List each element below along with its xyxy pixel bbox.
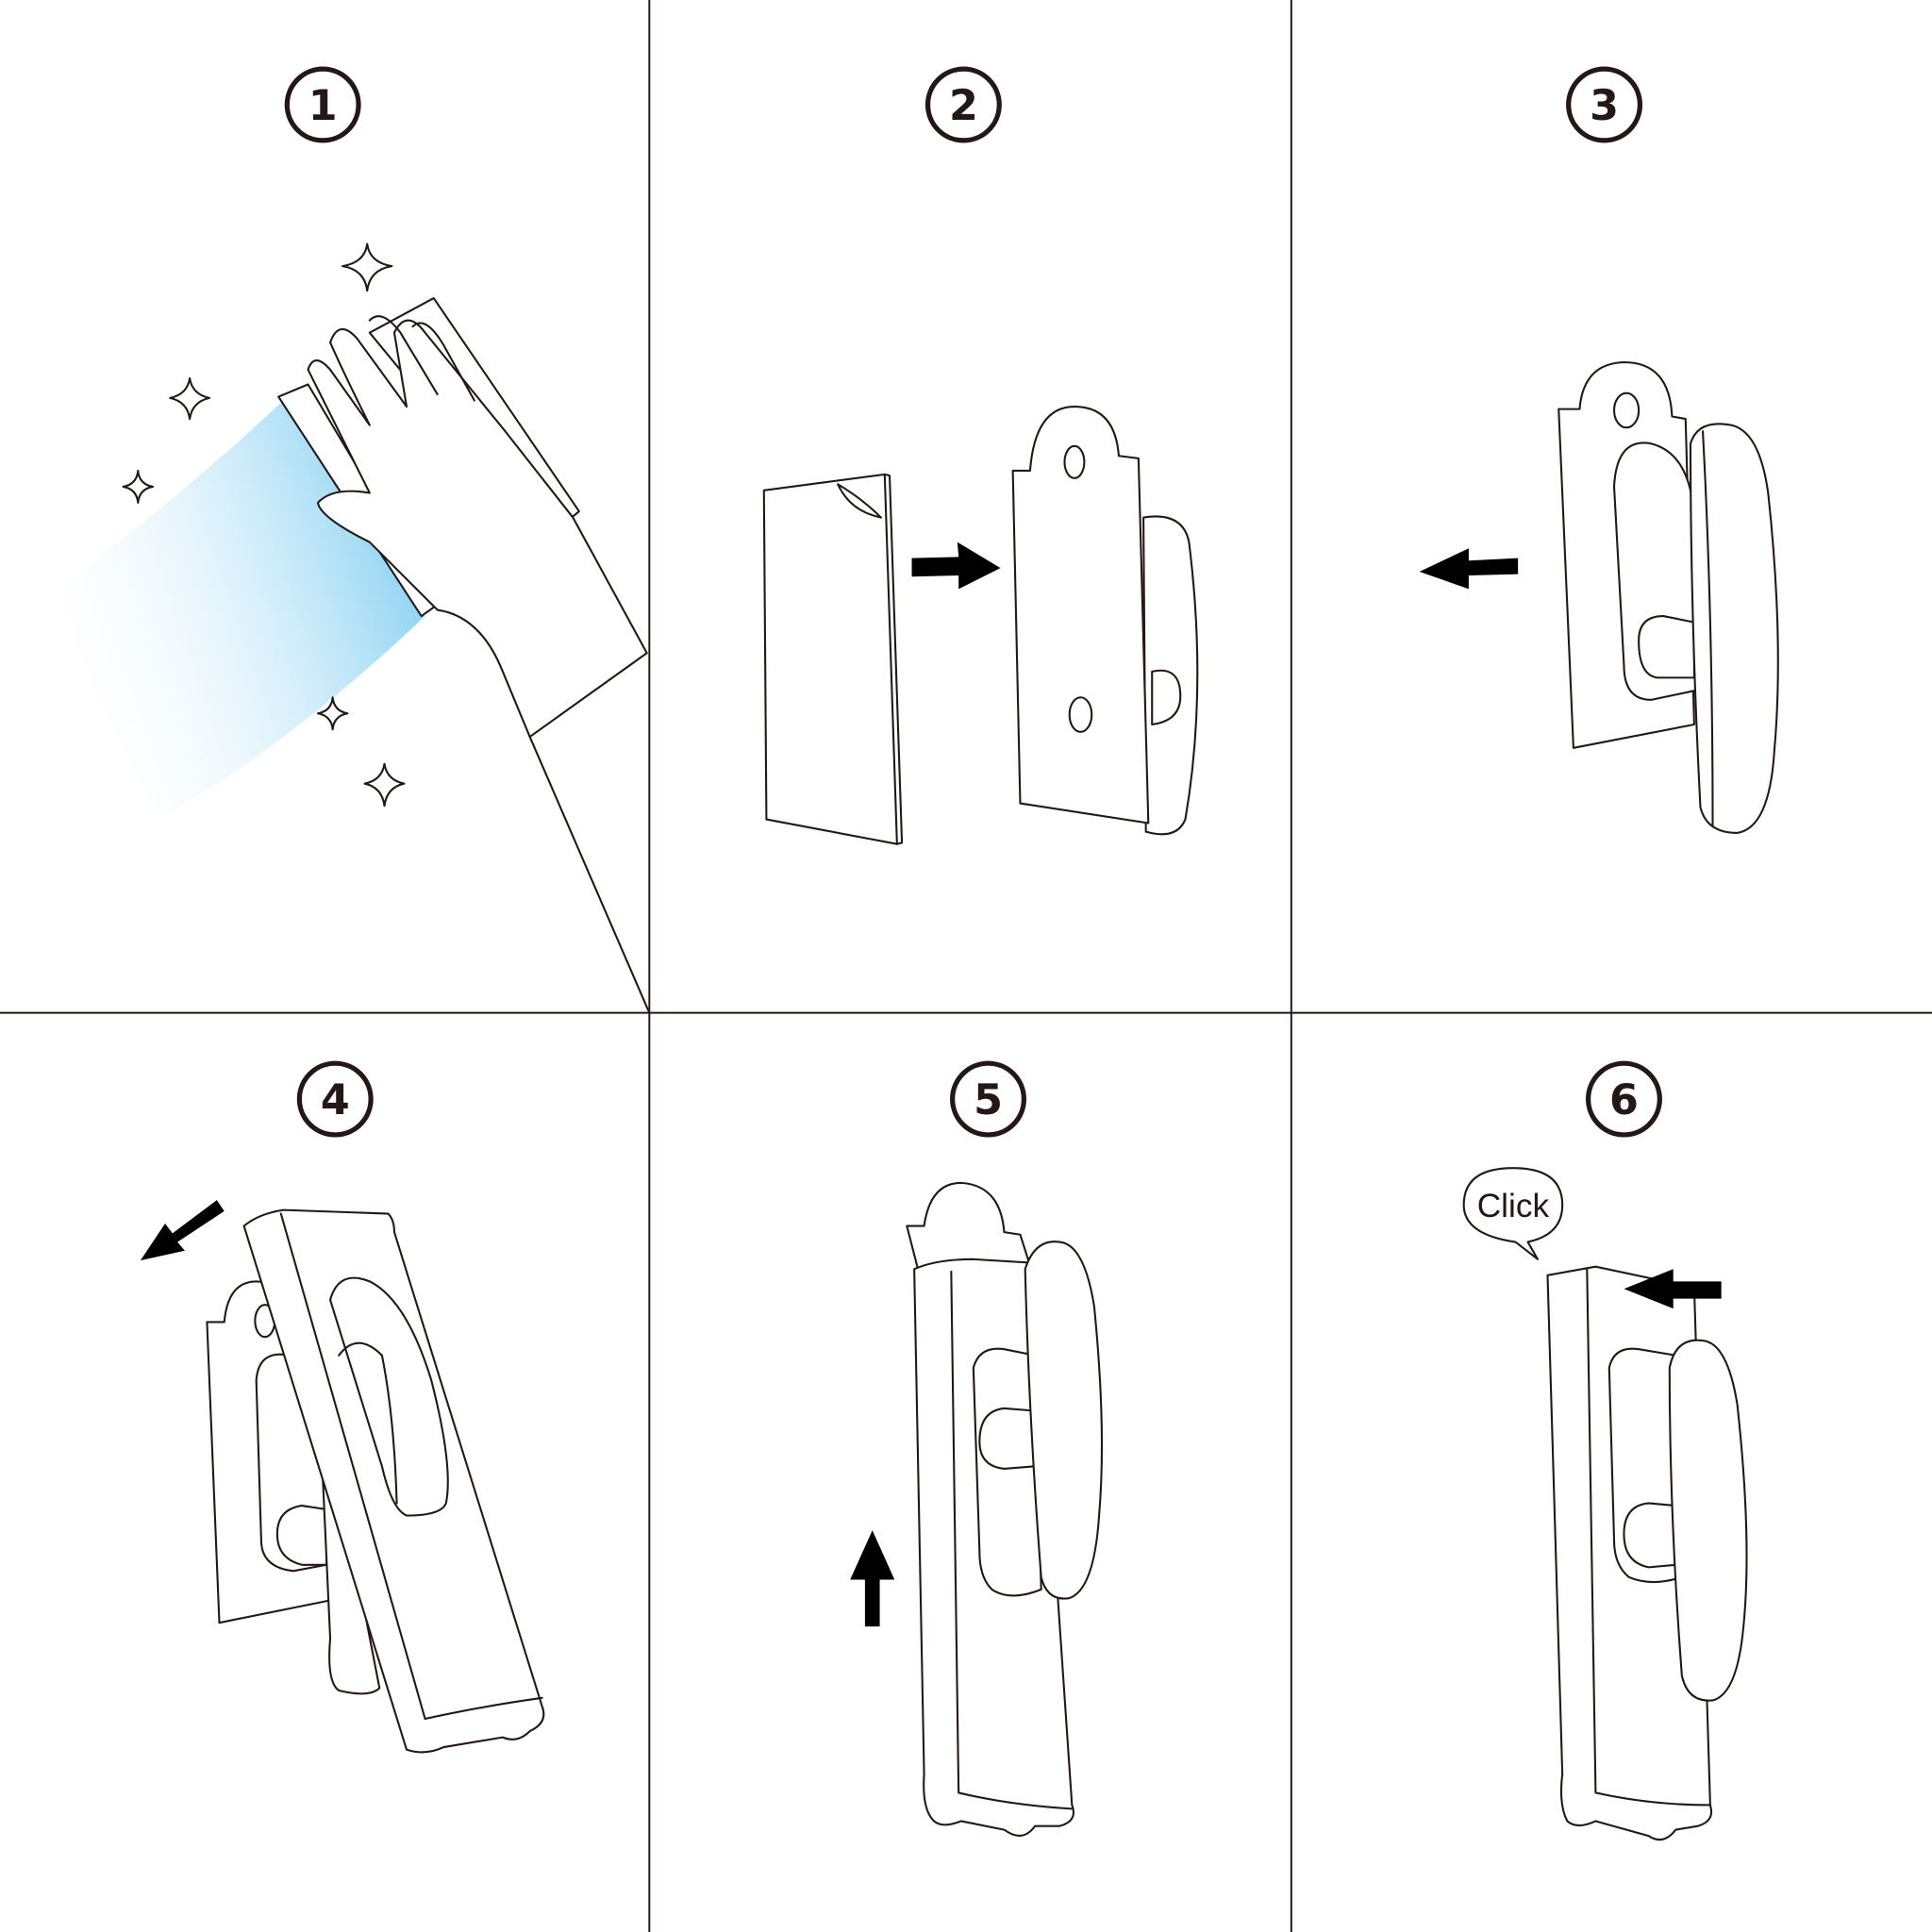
peel-corner: [837, 483, 882, 519]
click-label: Click: [1477, 1188, 1550, 1224]
mounting-hole: [1068, 696, 1093, 733]
hook-knob: [1689, 423, 1779, 834]
arrow-left-icon: [1624, 1269, 1722, 1309]
finger-lines: [368, 315, 475, 402]
step-badge-2: 2: [924, 66, 1002, 143]
step-badge-1: 1: [284, 66, 361, 143]
hook-slot: [328, 1276, 449, 1517]
panel-2-peel-adhesive: [762, 405, 1199, 845]
step-number: 6: [1609, 1076, 1639, 1124]
panel-6-click-in-place: Click: [1462, 1167, 1748, 1841]
mounting-hole: [1612, 391, 1641, 429]
panel-1-clean-surface: [55, 242, 651, 1014]
step-number: 4: [321, 1076, 350, 1124]
panel-5-slide-up: [850, 1181, 1104, 1837]
step-number: 1: [308, 82, 338, 130]
panel-4-detach-cover: [140, 1200, 545, 1754]
step-badge-5: 5: [950, 1060, 1026, 1138]
sparkle-icon: [122, 242, 406, 808]
hand-icon: [307, 319, 648, 739]
arrow-up-icon: [850, 1530, 895, 1627]
step-badge-3: 3: [1566, 66, 1643, 143]
step-number: 5: [974, 1076, 1003, 1124]
click-speech-bubble: Click: [1462, 1167, 1564, 1260]
arrow-down-left-icon: [140, 1200, 225, 1261]
hook-knob: [1668, 1339, 1748, 1702]
arrow-left-icon: [1419, 548, 1519, 590]
hook-knob: [1024, 1241, 1104, 1600]
step-badge-4: 4: [296, 1060, 374, 1138]
arrow-right-icon: [911, 541, 1001, 590]
mounting-hole: [1063, 444, 1086, 479]
step-badge-6: 6: [1585, 1060, 1662, 1138]
adhesive-tape: [762, 473, 898, 845]
step-number: 2: [949, 82, 978, 130]
hook-base-plate: [906, 1181, 1037, 1283]
panel-3-press-to-wall: [1419, 360, 1779, 834]
hook-base-plate: [1011, 405, 1150, 824]
step-number: 3: [1590, 82, 1619, 130]
wall-edge: [528, 736, 651, 1014]
